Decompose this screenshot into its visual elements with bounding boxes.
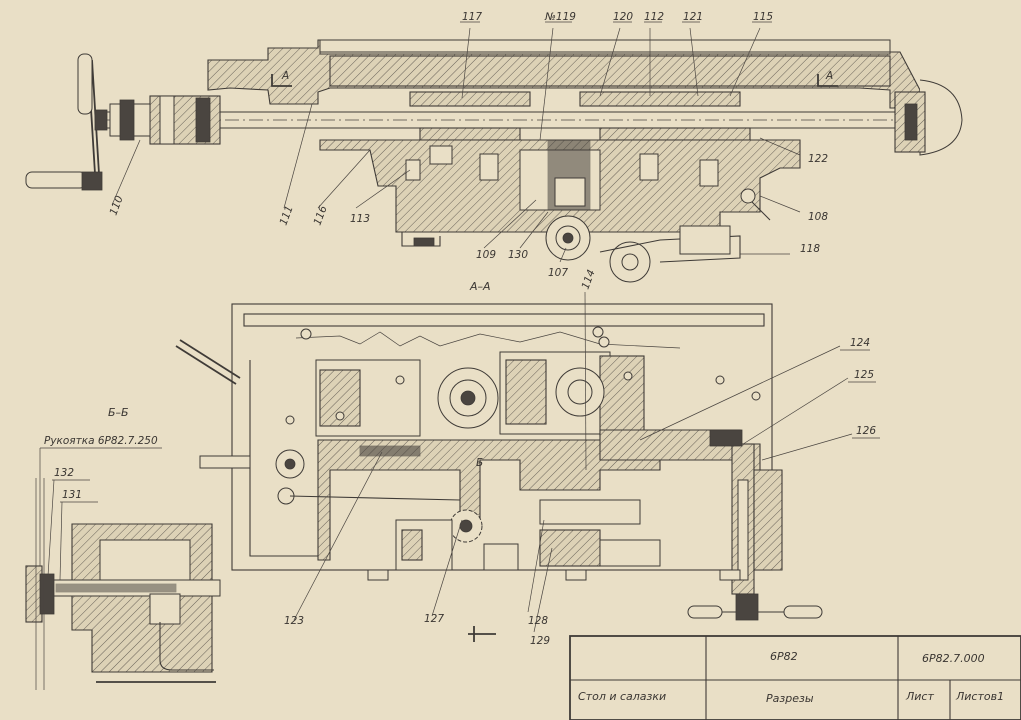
title-sheets-label: Листов1 bbox=[955, 690, 1004, 703]
title-sheet-label: Лист bbox=[905, 690, 934, 703]
title-model: 6Р82 bbox=[770, 650, 798, 663]
section-aa-view bbox=[175, 303, 823, 642]
callout-113: 113 bbox=[350, 213, 370, 225]
top-section-marks: А А bbox=[281, 70, 833, 82]
callout-122: 122 bbox=[808, 153, 828, 165]
callout-129: 129 bbox=[530, 635, 550, 647]
callout-107: 107 bbox=[548, 267, 568, 279]
left-view-labels: Б–Б Рукоятка 6Р82.7.250 132 131 bbox=[39, 406, 162, 581]
top-callouts: 117 №119 120 112 121 115 110 111 116 113… bbox=[108, 11, 829, 293]
callout-116: 116 bbox=[312, 204, 330, 227]
top-leader-lines bbox=[111, 21, 801, 263]
callout-114: 114 bbox=[580, 268, 598, 291]
callout-117: 117 bbox=[462, 11, 482, 23]
callout-115: 115 bbox=[753, 11, 773, 23]
callout-125: 125 bbox=[854, 369, 874, 381]
callout-109: 109 bbox=[476, 249, 496, 261]
callout-128: 128 bbox=[528, 615, 548, 627]
callout-108: 108 bbox=[808, 211, 828, 223]
callout-110: 110 bbox=[108, 194, 126, 217]
callout-118: 118 bbox=[800, 243, 820, 255]
section-aa-title: А–А bbox=[469, 280, 491, 293]
callout-119: №119 bbox=[544, 11, 576, 23]
callout-131: 131 bbox=[62, 489, 82, 501]
middle-leader-lines bbox=[293, 291, 880, 633]
title-assembly-name: Стол и салазки bbox=[578, 690, 666, 703]
section-mark-b: Б bbox=[476, 457, 483, 469]
callout-124: 124 bbox=[850, 337, 870, 349]
title-block: 6Р82 6Р82.7.000 Стол и салазки Разрезы Л… bbox=[569, 635, 1021, 720]
callout-112: 112 bbox=[644, 11, 664, 23]
table-longitudinal-section bbox=[25, 39, 963, 283]
handle-note: Рукоятка 6Р82.7.250 bbox=[44, 435, 158, 447]
section-bb-view bbox=[25, 478, 221, 690]
callout-120: 120 bbox=[613, 11, 633, 23]
title-sheet-title: Разрезы bbox=[766, 692, 814, 705]
callout-123: 123 bbox=[284, 615, 304, 627]
callout-111: 111 bbox=[278, 204, 296, 227]
title-designation: 6Р82.7.000 bbox=[922, 652, 985, 665]
section-mark-a-left: А bbox=[281, 70, 289, 82]
callout-121: 121 bbox=[683, 11, 703, 23]
section-mark-a-right: А bbox=[825, 70, 833, 82]
callout-132: 132 bbox=[54, 467, 74, 479]
callout-130: 130 bbox=[508, 249, 528, 261]
section-bb-title: Б–Б bbox=[108, 406, 129, 419]
callout-126: 126 bbox=[856, 425, 876, 437]
callout-127: 127 bbox=[424, 613, 444, 625]
